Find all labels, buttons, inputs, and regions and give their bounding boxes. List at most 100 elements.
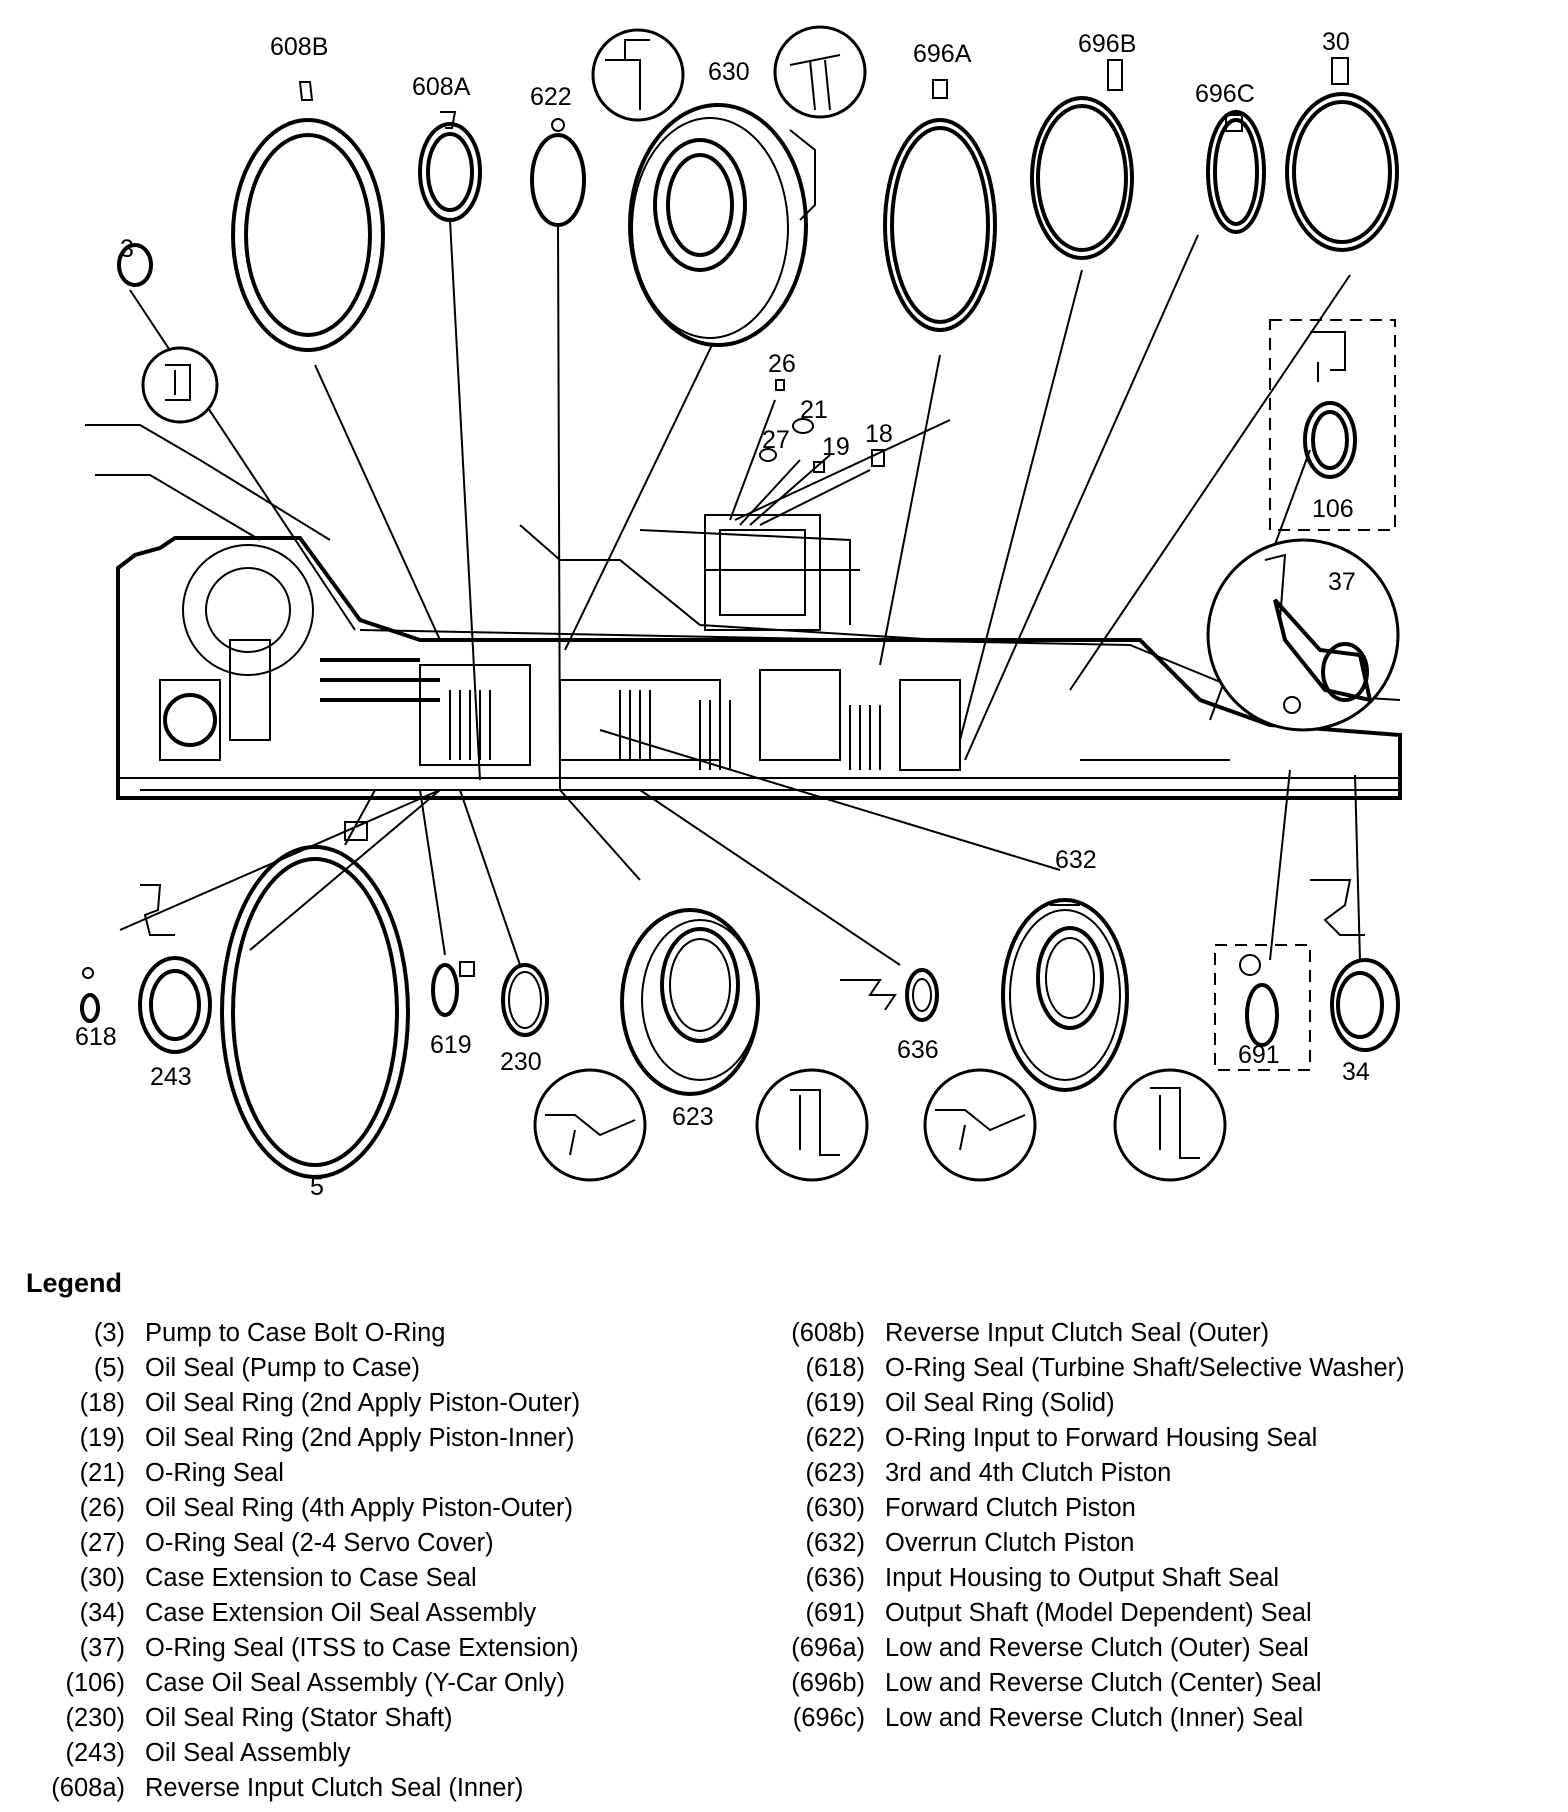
callout-labels: 608B 608A 622 630 696A 696B 696C 30 3 26… xyxy=(75,28,1370,1201)
seal-230 xyxy=(501,963,549,1037)
legend-text: Oil Seal Ring (4th Apply Piston-Outer) xyxy=(145,1494,574,1522)
legend-number: (34) xyxy=(79,1599,125,1627)
legend-item: (26)Oil Seal Ring (4th Apply Piston-Oute… xyxy=(40,1491,730,1526)
legend-item: (608a) Reverse Input Clutch Seal (Inner) xyxy=(40,1771,730,1806)
legend-number: (696c) xyxy=(792,1704,865,1732)
legend-item: (19) Oil Seal Ring (2nd Apply Piston-Inne… xyxy=(40,1421,730,1456)
legend-number: (5) xyxy=(93,1354,125,1382)
callout-34: 34 xyxy=(1342,1058,1370,1086)
small-seals-18-27 xyxy=(759,379,885,473)
legend-text: Case Oil Seal Assembly (Y-Car Only) xyxy=(145,1669,565,1697)
legend-text: O-Ring Seal xyxy=(145,1459,284,1487)
legend-item: (696a) Low and Reverse Clutch (Outer) Sea… xyxy=(760,1631,1550,1666)
legend-item: (230)Oil Seal Ring (Stator Shaft) xyxy=(40,1701,730,1736)
seal-608b xyxy=(231,81,385,352)
legend-item: (30) Case Extension to Case Seal xyxy=(40,1561,730,1596)
legend-text: Output Shaft (Model Dependent) Seal xyxy=(885,1599,1312,1627)
legend-item: (696c) Low and Reverse Clutch (Inner) Sea… xyxy=(760,1701,1550,1736)
legend-item: (632)Overrun Clutch Piston xyxy=(760,1526,1550,1561)
callout-622: 622 xyxy=(530,83,572,111)
seal-636 xyxy=(840,968,939,1022)
legend-item: (243)Oil Seal Assembly xyxy=(40,1736,730,1771)
legend-number: (691) xyxy=(805,1599,865,1627)
legend-item: (3)Pump to Case Bolt O-Ring xyxy=(40,1316,730,1351)
legend-number: (618) xyxy=(805,1354,865,1382)
legend-text: Case Extension Oil Seal Assembly xyxy=(145,1599,537,1627)
callout-619: 619 xyxy=(430,1031,472,1059)
legend-number: (37) xyxy=(79,1634,125,1662)
legend-number: (27) xyxy=(79,1529,125,1557)
callout-696b: 696B xyxy=(1078,30,1136,58)
callout-26: 26 xyxy=(768,350,796,378)
callout-618: 618 xyxy=(75,1023,117,1051)
legend-item: (691) Output Shaft (Model Dependent) Seal xyxy=(760,1596,1550,1631)
callout-630: 630 xyxy=(708,58,750,86)
legend-item: (37) O-Ring Seal (ITSS to Case Extension) xyxy=(40,1631,730,1666)
legend-text: Oil Seal Ring (Solid) xyxy=(885,1389,1115,1417)
legend-text: Low and Reverse Clutch (Inner) Seal xyxy=(885,1704,1304,1732)
legend-item: (608b) Reverse Input Clutch Seal (Outer) xyxy=(760,1316,1550,1351)
legend-text: Forward Clutch Piston xyxy=(885,1494,1136,1522)
legend-number: (623) xyxy=(805,1459,865,1487)
legend-text: Pump to Case Bolt O-Ring xyxy=(145,1319,446,1347)
seal-243 xyxy=(138,884,212,1054)
legend-number: (19) xyxy=(79,1424,125,1452)
piston-623 xyxy=(533,908,869,1182)
seal-34 xyxy=(1310,879,1400,1052)
callout-30: 30 xyxy=(1322,28,1350,56)
legend-text: Low and Reverse Clutch (Outer) Seal xyxy=(885,1634,1309,1662)
oring-618 xyxy=(80,967,100,1023)
legend-number: (696a) xyxy=(791,1634,865,1662)
legend-number: (30) xyxy=(79,1564,125,1592)
leader-lines xyxy=(119,219,1361,966)
legend-item: (622)O-Ring Input to Forward Housing Sea… xyxy=(760,1421,1550,1456)
legend-text: Low and Reverse Clutch (Center) Seal xyxy=(885,1669,1322,1697)
callout-691: 691 xyxy=(1238,1041,1280,1069)
legend-number: (608a) xyxy=(51,1774,125,1802)
legend-number: (619) xyxy=(805,1389,865,1417)
callout-27: 27 xyxy=(762,426,790,454)
seal-106-box xyxy=(1269,319,1396,531)
detail-37 xyxy=(1206,538,1400,732)
legend-number: (696b) xyxy=(791,1669,865,1697)
seal-608a xyxy=(418,111,482,222)
legend-text: Oil Seal Ring (2nd Apply Piston-Inner) xyxy=(145,1424,575,1452)
callout-106: 106 xyxy=(1312,495,1354,523)
piston-630 xyxy=(591,25,867,347)
legend-number: (630) xyxy=(805,1494,865,1522)
callout-696c: 696C xyxy=(1195,80,1255,108)
callout-632: 632 xyxy=(1055,846,1097,874)
legend-number: (622) xyxy=(805,1424,865,1452)
legend-item: (18)Oil Seal Ring (2nd Apply Piston-Oute… xyxy=(40,1386,730,1421)
legend-item: (5) Oil Seal (Pump to Case) xyxy=(40,1351,730,1386)
legend-number: (636) xyxy=(805,1564,865,1592)
legend-text: Oil Seal Ring (2nd Apply Piston-Outer) xyxy=(145,1389,581,1417)
legend-item: (21) O-Ring Seal xyxy=(40,1456,730,1491)
callout-3: 3 xyxy=(120,235,134,263)
legend-item: (623) 3rd and 4th Clutch Piston xyxy=(760,1456,1550,1491)
legend-text: 3rd and 4th Clutch Piston xyxy=(885,1459,1172,1487)
callout-608a: 608A xyxy=(412,73,471,101)
seal-5 xyxy=(220,821,410,1179)
legend-item: (696b) Low and Reverse Clutch (Center) Se… xyxy=(760,1666,1550,1701)
callout-636: 636 xyxy=(897,1036,939,1064)
callout-19: 19 xyxy=(822,433,850,461)
callout-608b: 608B xyxy=(270,33,328,61)
legend-number: (608b) xyxy=(791,1319,865,1347)
legend-text: Oil Seal (Pump to Case) xyxy=(145,1354,420,1382)
seal-619 xyxy=(431,961,475,1017)
legend-text: Reverse Input Clutch Seal (Inner) xyxy=(145,1774,524,1802)
legend-text: Case Extension to Case Seal xyxy=(145,1564,477,1592)
legend-item: (27) O-Ring Seal (2-4 Servo Cover) xyxy=(40,1526,730,1561)
legend-text: Reverse Input Clutch Seal (Outer) xyxy=(885,1319,1270,1347)
legend-number: (21) xyxy=(79,1459,125,1487)
seal-30 xyxy=(1285,57,1399,252)
legend-item: (619) Oil Seal Ring (Solid) xyxy=(760,1386,1550,1421)
legend-number: (230) xyxy=(65,1704,125,1732)
legend-left-column: (3)Pump to Case Bolt O-Ring (5) Oil Seal … xyxy=(40,1316,730,1806)
oring-3 xyxy=(117,243,219,424)
legend-text: O-Ring Seal (2-4 Servo Cover) xyxy=(145,1529,494,1557)
callout-696a: 696A xyxy=(913,40,972,68)
legend-text: O-Ring Seal (ITSS to Case Extension) xyxy=(145,1634,579,1662)
legend-number: (632) xyxy=(805,1529,865,1557)
